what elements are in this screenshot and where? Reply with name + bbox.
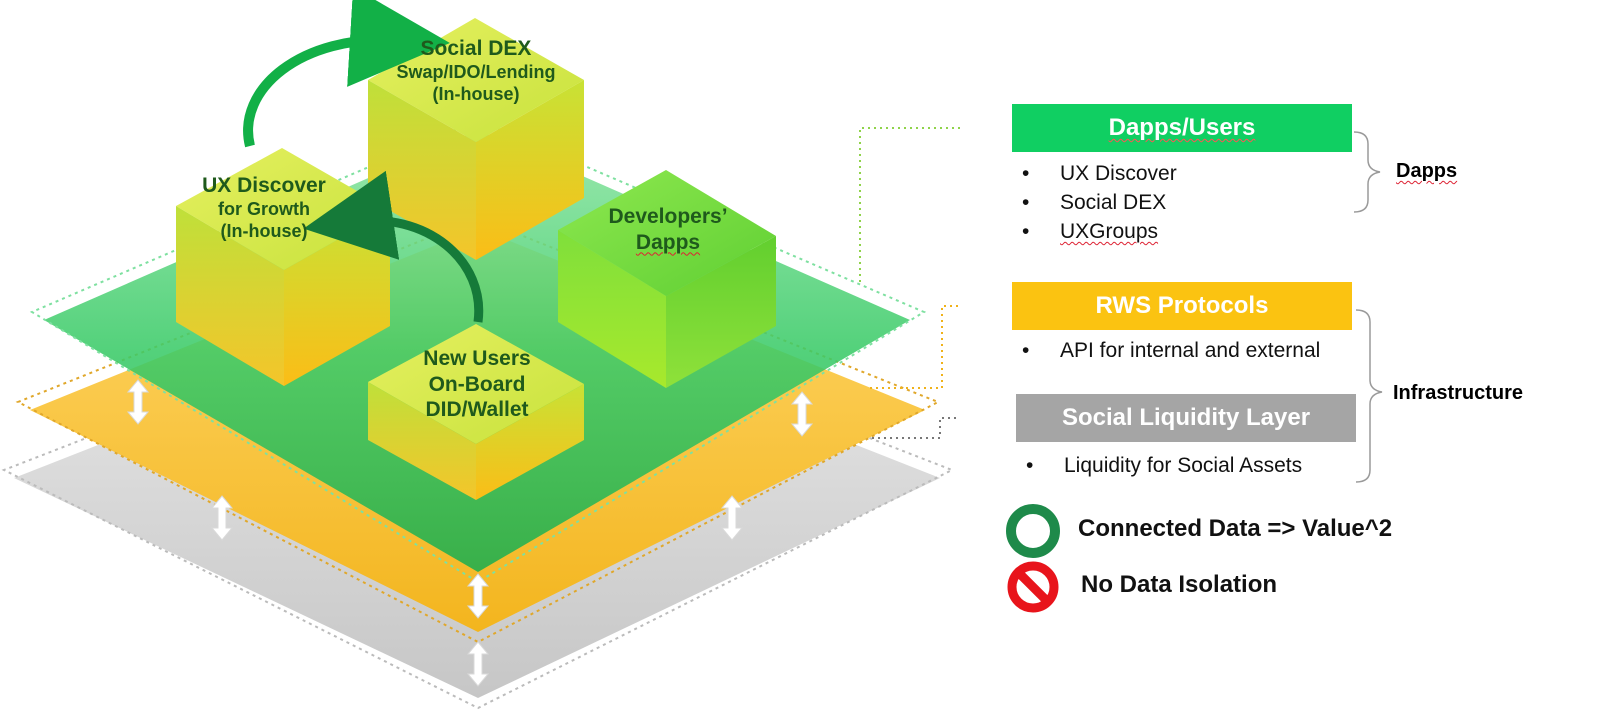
social-liquidity-list: •Liquidity for Social Assets bbox=[1026, 451, 1302, 480]
panel-header-dapps-users: Dapps/Users bbox=[1012, 104, 1352, 152]
layer-connector-arrows bbox=[126, 379, 814, 687]
connected-ring-icon bbox=[1006, 504, 1060, 558]
list-item: •UX Discover bbox=[1022, 162, 1177, 185]
double-arrow-icon bbox=[126, 379, 150, 425]
connector-to-social-liquidity bbox=[872, 417, 960, 439]
no-sign-icon bbox=[1007, 561, 1059, 613]
rws-list: •API for internal and external bbox=[1022, 336, 1320, 365]
list-item: •Social DEX bbox=[1022, 191, 1167, 214]
cube-label-social-dex: Social DEX Swap/IDO/Lending (In-house) bbox=[396, 37, 556, 104]
cube-new-users bbox=[368, 324, 584, 500]
brace-label-dapps: Dapps bbox=[1396, 160, 1458, 182]
platform-stack-illustration bbox=[1, 0, 960, 710]
connector-to-rws bbox=[870, 305, 960, 389]
cube-label-developers-dapps: Developers’ Dapps bbox=[608, 205, 728, 254]
double-arrow-icon bbox=[466, 573, 490, 619]
brace-infrastructure bbox=[1355, 309, 1383, 483]
double-arrow-icon bbox=[720, 495, 744, 541]
list-item: •UXGroups bbox=[1022, 220, 1159, 243]
panel-connector-lines bbox=[859, 127, 960, 439]
panel-header-rws-protocols: RWS Protocols bbox=[1012, 282, 1352, 330]
double-arrow-icon bbox=[466, 641, 490, 687]
cube-label-ux-discover: UX Discover for Growth (In-house) bbox=[202, 174, 326, 241]
legend-connected-data: Connected Data => Value^2 bbox=[1078, 515, 1393, 542]
connector-to-dapps-users bbox=[859, 127, 960, 282]
list-item: •Liquidity for Social Assets bbox=[1026, 454, 1303, 477]
cube-developers-dapps bbox=[558, 170, 776, 388]
cube-label-new-users: New Users On-Board DID/Wallet bbox=[423, 347, 531, 422]
curved-arrow-to-ux-discover bbox=[303, 170, 484, 323]
double-arrow-icon bbox=[790, 391, 814, 437]
legend-no-data-isolation: No Data Isolation bbox=[1081, 571, 1278, 598]
brace-label-infrastructure: Infrastructure bbox=[1393, 382, 1524, 404]
brace-dapps bbox=[1353, 131, 1381, 213]
dapps-users-list: •UX Discover •Social DEX •UXGroups bbox=[1022, 159, 1177, 246]
double-arrow-icon bbox=[210, 495, 234, 541]
list-item: •API for internal and external bbox=[1022, 339, 1321, 362]
panel-header-social-liquidity: Social Liquidity Layer bbox=[1016, 394, 1356, 442]
curved-arrow-to-social-dex bbox=[243, 0, 450, 148]
